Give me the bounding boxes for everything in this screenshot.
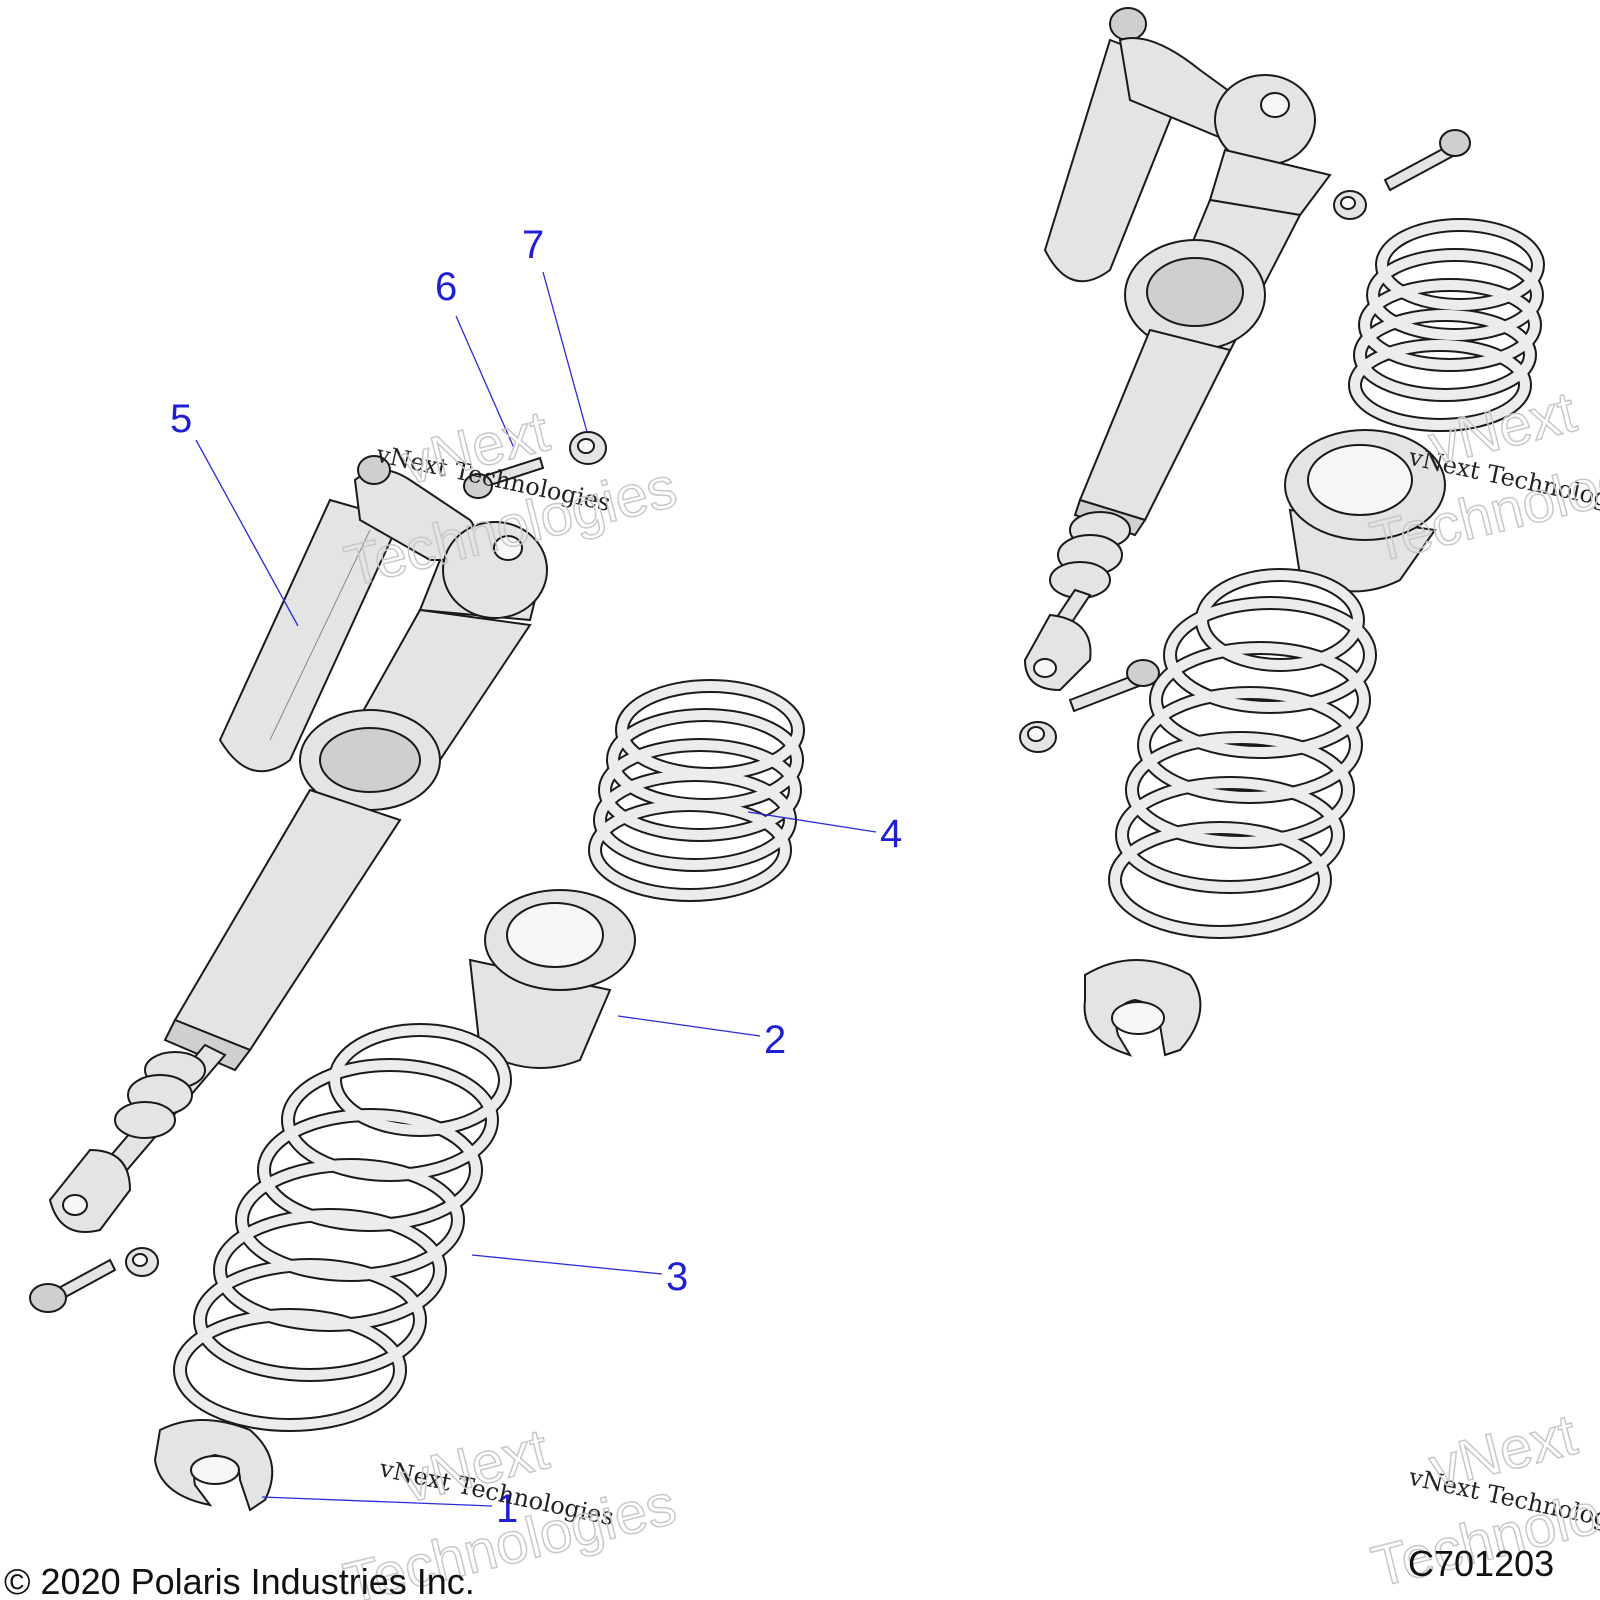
callout-3: 3 — [666, 1255, 688, 1299]
left-top-bolt-icon — [357, 455, 391, 485]
left-reservoir — [218, 498, 402, 773]
left-lower-body — [163, 788, 402, 1072]
leader-2 — [617, 1015, 761, 1037]
leader-7 — [542, 271, 588, 433]
left-top-bridge — [353, 455, 476, 561]
left-assembly — [29, 431, 805, 1512]
callout-1: 1 — [496, 1487, 518, 1531]
figure-code: C701203 — [1408, 1543, 1554, 1584]
left-spacer — [468, 889, 636, 1069]
left-lower-spring — [173, 1023, 512, 1432]
right-top-bolt — [1333, 129, 1471, 220]
left-upper-spring — [588, 679, 805, 902]
callouts: 1 2 3 4 5 6 7 — [170, 223, 902, 1531]
left-lower-eye — [48, 1148, 132, 1233]
left-top-bolt — [463, 456, 545, 499]
left-eyelet-hole-icon — [493, 535, 523, 561]
right-collar — [1124, 239, 1266, 351]
leader-6 — [455, 315, 515, 449]
right-lower-spring — [1108, 568, 1377, 939]
callout-4: 4 — [880, 812, 902, 856]
callout-2: 2 — [764, 1018, 786, 1062]
right-lower-bolt — [1019, 659, 1160, 753]
callout-6: 6 — [435, 265, 457, 309]
copyright-text: © 2020 Polaris Industries Inc. — [4, 1561, 475, 1600]
right-lower-eye — [1023, 613, 1092, 692]
right-top-bolt-icon — [1109, 7, 1147, 41]
callout-7: 7 — [522, 223, 544, 267]
right-spacer — [1284, 429, 1446, 593]
callout-5: 5 — [170, 397, 192, 441]
right-retainer — [1083, 959, 1202, 1057]
leader-1 — [261, 1496, 493, 1507]
right-assembly — [1019, 7, 1545, 1057]
left-top-nut — [569, 431, 607, 465]
right-top-bridge — [1118, 37, 1316, 166]
right-lower-body — [1073, 328, 1232, 537]
left-retainer — [153, 1419, 274, 1512]
leader-lines — [195, 271, 877, 1507]
right-upper-spring — [1348, 218, 1545, 432]
leader-5 — [195, 439, 299, 627]
leader-4 — [747, 811, 877, 833]
left-collar — [299, 709, 441, 811]
leader-3 — [471, 1254, 663, 1275]
left-lower-bolt — [29, 1247, 159, 1313]
